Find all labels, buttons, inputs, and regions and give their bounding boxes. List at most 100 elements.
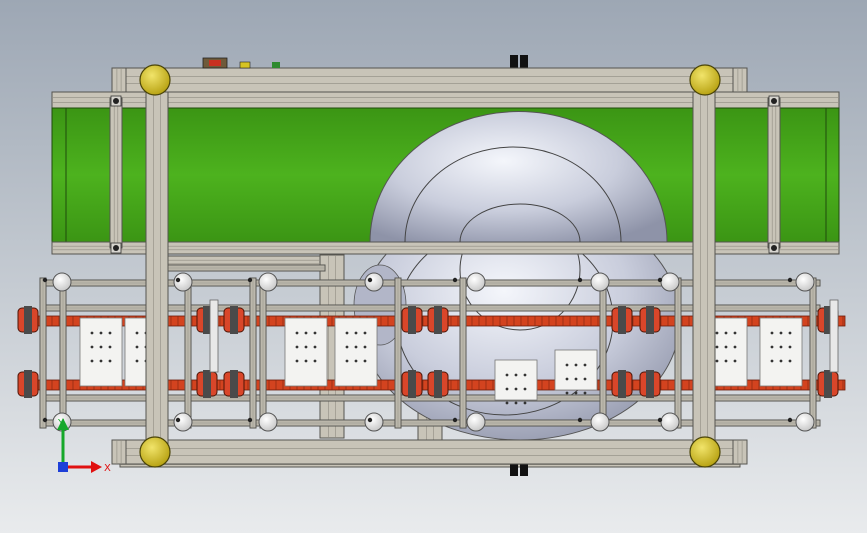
plate-hole (345, 345, 349, 349)
guide-wheel-icon (258, 412, 278, 432)
guide-wheel-icon (466, 272, 486, 292)
screw-icon (577, 417, 583, 423)
dome-ring (404, 146, 622, 243)
plate-hole (135, 359, 139, 363)
chain-upright (394, 277, 402, 429)
sprocket-hub (230, 306, 238, 334)
plate-hole (354, 331, 358, 335)
guide-wheel-icon (258, 272, 278, 292)
screw-icon (367, 277, 373, 283)
sprocket-hub (434, 370, 442, 398)
guide-wheel-icon (466, 412, 486, 432)
drive-components[interactable] (202, 57, 280, 69)
belt-crossbar (767, 97, 781, 249)
carrier-plate (284, 317, 328, 387)
yellow-roller-icon (689, 436, 721, 468)
plate-hole (354, 359, 358, 363)
x-axis-arrowhead (91, 461, 102, 473)
plate-hole (363, 359, 367, 363)
cylinder-rod (829, 299, 839, 373)
plate-hole (304, 345, 308, 349)
plate-hole (108, 331, 112, 335)
plate-hole (514, 373, 518, 377)
screw-icon (787, 417, 793, 423)
chain-upright (184, 277, 192, 429)
dome-ring (459, 203, 581, 243)
screw-icon (367, 417, 373, 423)
guide-wheel-icon (364, 412, 384, 432)
bottom-frame-bar (111, 439, 747, 465)
screw-icon (787, 277, 793, 283)
screw-icon (247, 277, 253, 283)
plate-hole (724, 331, 728, 335)
guide-wheel-icon (590, 412, 610, 432)
sensor-block (520, 464, 528, 476)
sprocket-hub (434, 306, 442, 334)
yellow-roller-icon (139, 64, 171, 96)
plate-hole (345, 331, 349, 335)
steel-frame[interactable] (111, 67, 748, 465)
plate-hole (523, 373, 527, 377)
plate-hole (770, 345, 774, 349)
screw-icon (657, 417, 663, 423)
plate-hole (788, 345, 792, 349)
guide-wheel-icon (52, 272, 72, 292)
plate-hole (295, 331, 299, 335)
plate-hole (505, 373, 509, 377)
indicator-light-icon (272, 62, 280, 68)
guide-wheel-icon (590, 272, 610, 292)
screw-icon (452, 417, 458, 423)
plate-hole (135, 345, 139, 349)
screw-icon (657, 277, 663, 283)
plate-hole (724, 345, 728, 349)
chain-upright (674, 277, 682, 429)
plate-hole (574, 377, 578, 381)
sensor-icon (239, 61, 251, 69)
sprocket-hub (408, 370, 416, 398)
rotary-dome-upper[interactable] (369, 111, 668, 243)
plate-hole (99, 359, 103, 363)
plate-hole (733, 345, 737, 349)
guide-wheel-icon (173, 412, 193, 432)
sprocket-hub (203, 306, 211, 334)
screw-icon (42, 277, 48, 283)
screw-icon (452, 277, 458, 283)
yellow-roller-icon (139, 436, 171, 468)
bolt-icon (113, 98, 119, 104)
bolt-icon (113, 245, 119, 251)
guide-wheel-icon (364, 272, 384, 292)
guide-wheel-icon (660, 412, 680, 432)
plate-hole (715, 345, 719, 349)
screw-icon (42, 417, 48, 423)
plate-hole (770, 359, 774, 363)
plate-hole (770, 331, 774, 335)
guide-wheel-icon (795, 412, 815, 432)
plate-hole (108, 345, 112, 349)
plate-hole (724, 359, 728, 363)
plate-hole (99, 345, 103, 349)
sensor-block (510, 55, 518, 69)
belt-bottom-rail (51, 241, 840, 255)
plate-hole (583, 391, 587, 395)
yellow-corner-rollers[interactable] (139, 64, 721, 468)
plate-hole (514, 401, 518, 405)
plate-hole (523, 401, 527, 405)
plate-hole (304, 359, 308, 363)
belt-crossbar (109, 97, 123, 249)
sprocket-hub (230, 370, 238, 398)
plate-hole (779, 345, 783, 349)
plate-hole (788, 331, 792, 335)
plate-hole (295, 345, 299, 349)
sensor-block (510, 464, 518, 476)
motor-indicator (209, 60, 221, 66)
top-frame-bar[interactable] (111, 67, 747, 465)
chain-upright (249, 277, 257, 429)
sprocket-hub (824, 306, 832, 334)
plate-hole (505, 387, 509, 391)
frame-end-cap (732, 67, 748, 93)
cylinder-rod (209, 299, 219, 373)
carrier-plate (334, 317, 378, 387)
y-axis-arrowhead (57, 418, 69, 430)
